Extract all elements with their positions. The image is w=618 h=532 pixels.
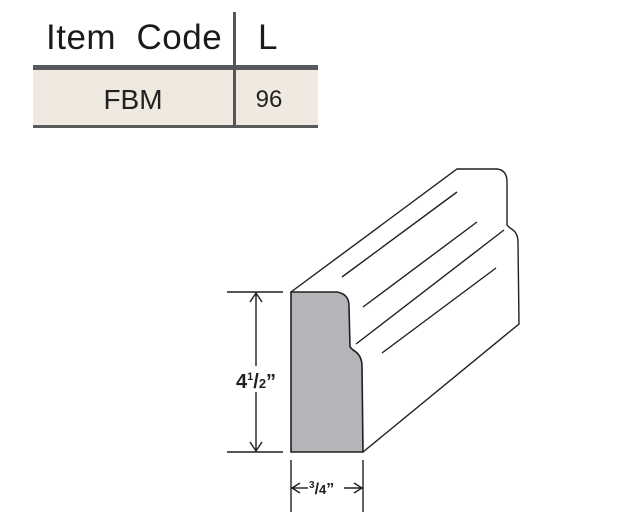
arrow-right-icon xyxy=(353,482,364,494)
arrow-down-icon xyxy=(249,441,263,453)
column-divider-overlay xyxy=(233,12,236,128)
groove-line xyxy=(341,191,458,278)
bottom-rule xyxy=(33,125,318,128)
height-label: 41/2” xyxy=(236,371,276,393)
slash: / xyxy=(253,371,259,393)
groove-line xyxy=(381,267,497,354)
arrow-up-icon xyxy=(249,291,263,303)
header-rule xyxy=(33,65,318,70)
profile-section xyxy=(290,291,364,453)
cell-length: 96 xyxy=(255,86,283,113)
header-item-code: Item Code xyxy=(46,18,223,57)
table-row xyxy=(33,70,318,125)
groove-line xyxy=(362,221,478,308)
groove-line xyxy=(355,229,505,345)
width-label: 3/4” xyxy=(309,480,334,498)
header-length: L xyxy=(258,18,278,57)
arrow-left-icon xyxy=(290,482,301,494)
cell-item-code: FBM xyxy=(103,84,163,115)
molding-body-outline xyxy=(290,168,520,453)
